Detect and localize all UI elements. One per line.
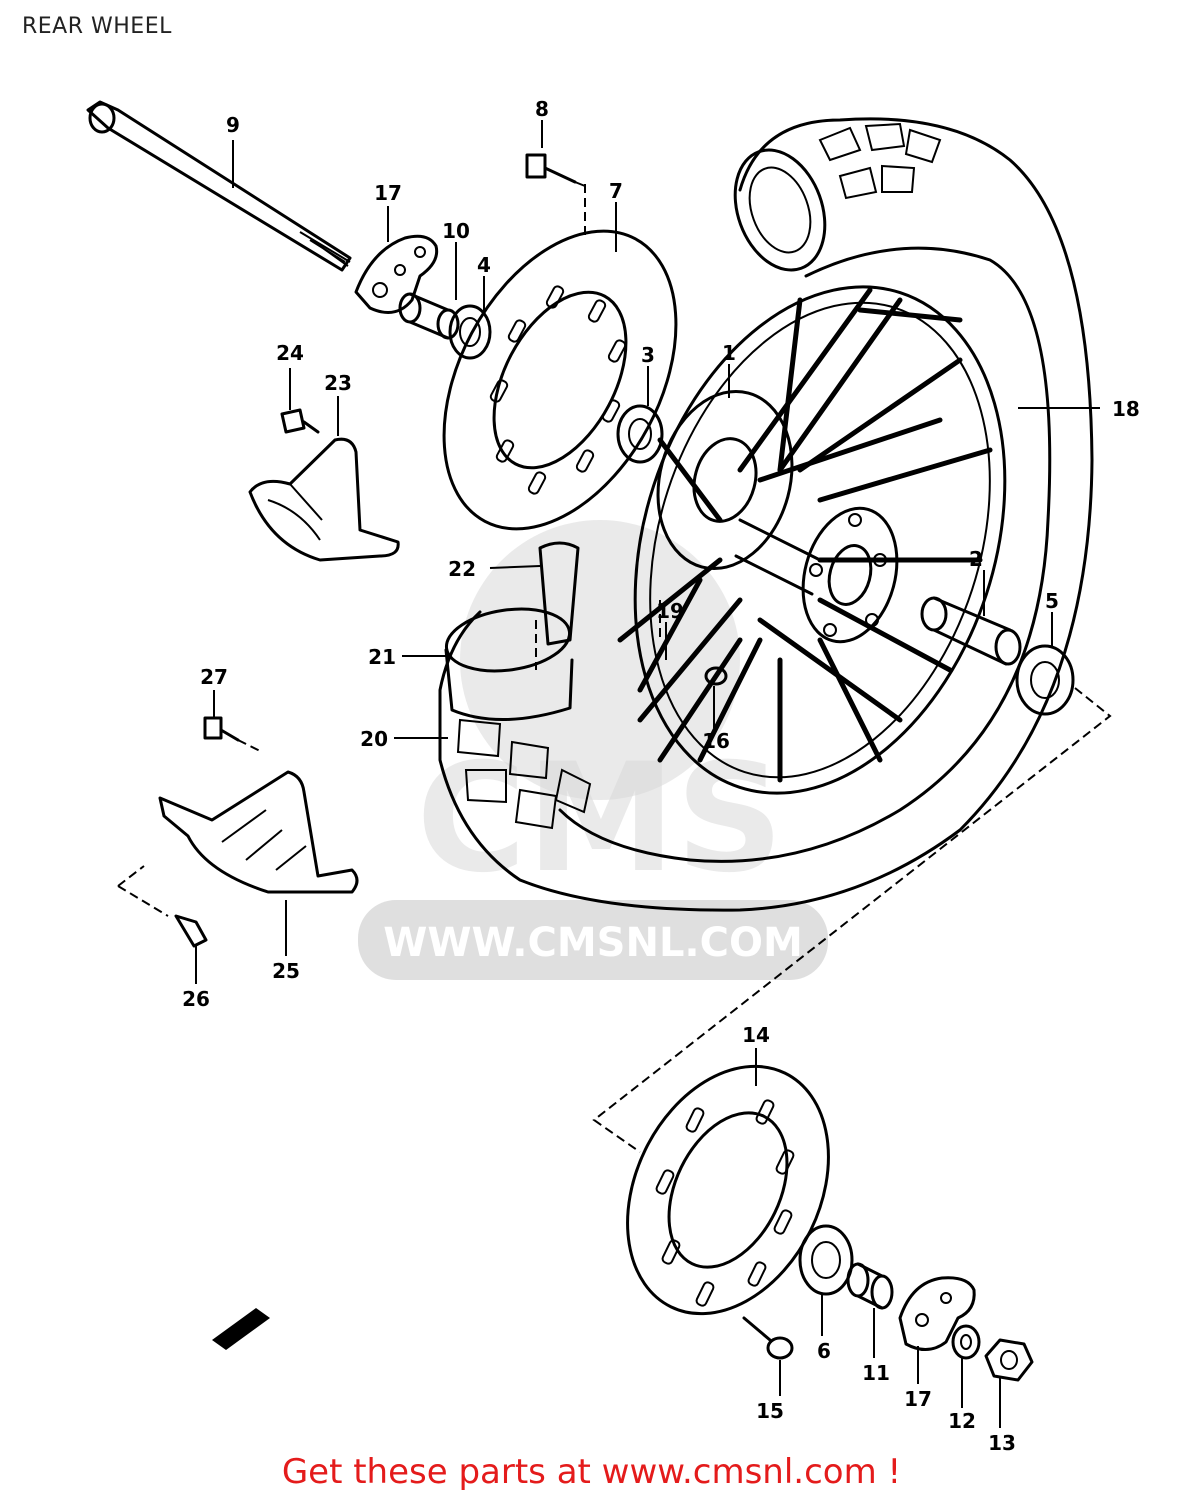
bolt-27[interactable]: [203, 716, 240, 742]
spacer-2[interactable]: [920, 596, 1022, 666]
watermark: CMS WWW.CMSNL.COM: [358, 520, 828, 980]
bolt-15[interactable]: [742, 1316, 794, 1360]
callout-23: 23: [324, 371, 352, 395]
callout-17-top: 17: [374, 181, 402, 205]
axle[interactable]: [86, 100, 352, 272]
sprocket[interactable]: [588, 1033, 867, 1347]
callout-12: 12: [948, 1409, 976, 1433]
spacer-11[interactable]: [846, 1262, 894, 1310]
bolt-24[interactable]: [280, 408, 320, 434]
nut-16[interactable]: [704, 666, 728, 686]
callout-25: 25: [272, 959, 300, 983]
watermark-banner: [358, 900, 828, 980]
callout-8: 8: [535, 97, 549, 121]
disc-guard[interactable]: [248, 437, 400, 562]
callout-20: 20: [360, 727, 388, 751]
callout-17-bottom: 17: [904, 1387, 932, 1411]
chain-adjuster-bottom[interactable]: [898, 1276, 976, 1351]
callout-26: 26: [182, 987, 210, 1011]
bolt-8[interactable]: [525, 153, 577, 184]
callout-4: 4: [477, 253, 491, 277]
bolt-26[interactable]: [174, 914, 208, 948]
spacer-10[interactable]: [398, 292, 460, 340]
callout-3: 3: [641, 343, 655, 367]
callout-13: 13: [988, 1431, 1016, 1455]
callout-1: 1: [722, 341, 736, 365]
callout-5: 5: [1045, 589, 1059, 613]
callout-labels: 9 8 7 17 10 4 3 1 18 2 5 22 21 20 19 16 …: [182, 97, 1140, 1455]
washer-12[interactable]: [951, 1324, 981, 1360]
hub[interactable]: [639, 376, 911, 652]
callout-27: 27: [200, 665, 228, 689]
callout-2: 2: [969, 547, 983, 571]
sprocket-guard[interactable]: [158, 770, 359, 894]
page-title: REAR WHEEL: [22, 14, 172, 39]
callout-9: 9: [226, 113, 240, 137]
brake-disc[interactable]: [397, 192, 724, 568]
bearing-3[interactable]: [616, 404, 664, 464]
oil-seal-6[interactable]: [798, 1224, 854, 1296]
callout-21: 21: [368, 645, 396, 669]
footer-cta-link[interactable]: Get these parts at www.cmsnl.com !: [281, 1452, 902, 1492]
callout-22: 22: [448, 557, 476, 581]
nut-13[interactable]: [984, 1338, 1034, 1382]
callout-11: 11: [862, 1361, 890, 1385]
bearing-5[interactable]: [1015, 644, 1075, 716]
watermark-url: WWW.CMSNL.COM: [383, 920, 803, 966]
rim-band[interactable]: [538, 541, 580, 646]
watermark-letters: CMS: [416, 732, 783, 906]
callout-16: 16: [702, 729, 730, 753]
callout-19: 19: [656, 599, 684, 623]
callout-24: 24: [276, 341, 304, 365]
callout-7: 7: [609, 179, 623, 203]
leader-lines: [195, 120, 1100, 1428]
callout-6: 6: [817, 1339, 831, 1363]
callout-18: 18: [1112, 397, 1140, 421]
spokes[interactable]: [617, 287, 993, 783]
oil-seal-4[interactable]: [448, 304, 492, 360]
front-arrow-icon: [212, 1308, 270, 1350]
callout-10: 10: [442, 219, 470, 243]
callout-14: 14: [742, 1023, 770, 1047]
callout-15: 15: [756, 1399, 784, 1423]
